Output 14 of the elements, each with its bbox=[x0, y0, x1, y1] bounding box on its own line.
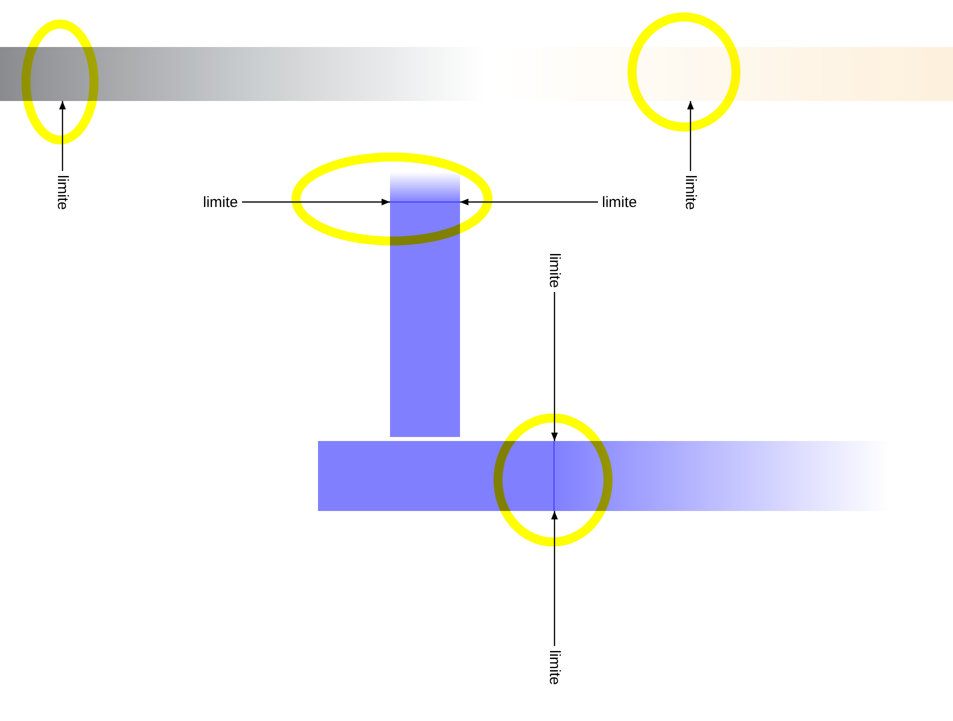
limit-label: limite bbox=[203, 195, 238, 210]
leader-line bbox=[551, 511, 558, 646]
gradient-bar bbox=[390, 172, 460, 437]
limit-label: limite bbox=[683, 175, 698, 210]
gradient-bar bbox=[0, 47, 953, 101]
leader-line bbox=[687, 101, 694, 171]
leader-line bbox=[460, 198, 598, 206]
leader-line bbox=[242, 198, 390, 206]
limit-label: limite bbox=[547, 253, 562, 288]
leader-line bbox=[551, 292, 558, 441]
limit-label: limite bbox=[602, 195, 638, 210]
limit-label: limite bbox=[547, 650, 562, 686]
limit-label: limite bbox=[55, 175, 70, 210]
leader-line bbox=[59, 101, 66, 171]
